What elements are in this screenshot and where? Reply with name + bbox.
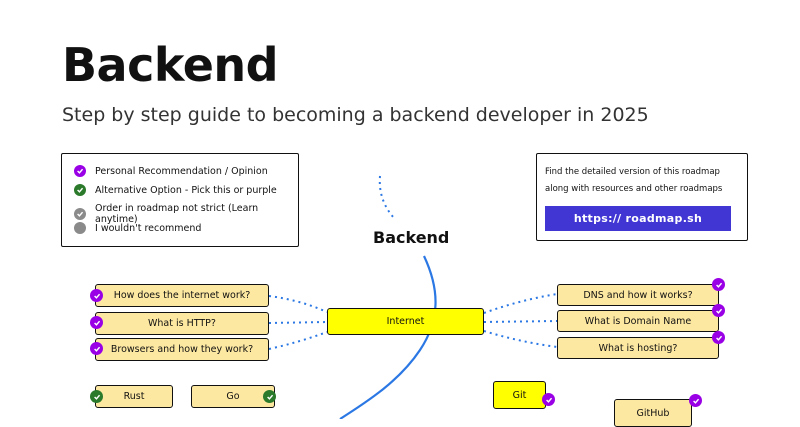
language-rust[interactable]: Rust — [95, 385, 173, 408]
check-icon — [74, 184, 86, 196]
topic-domain-name[interactable]: What is Domain Name — [557, 310, 719, 332]
page-subtitle: Step by step guide to becoming a backend… — [62, 104, 649, 126]
check-icon — [712, 304, 725, 317]
info-box: Find the detailed version of this roadma… — [536, 153, 748, 241]
check-icon — [712, 278, 725, 291]
legend-item-order: Order in roadmap not strict (Learn anyti… — [74, 203, 298, 225]
right-connector-2 — [483, 320, 558, 323]
left-connector-1 — [268, 295, 328, 313]
internet-node[interactable]: Internet — [327, 308, 484, 335]
right-connector-3 — [483, 330, 558, 348]
check-icon — [263, 390, 276, 403]
check-icon — [90, 289, 103, 302]
right-connector-1 — [483, 293, 558, 314]
topic-how-internet-works[interactable]: How does the internet work? — [95, 284, 269, 307]
roadmap-link-button[interactable]: https:// roadmap.sh — [545, 206, 731, 231]
legend-label: Order in roadmap not strict (Learn anyti… — [95, 203, 259, 225]
legend-item-recommendation: Personal Recommendation / Opinion — [74, 165, 268, 177]
legend-label: Personal Recommendation / Opinion — [95, 165, 268, 177]
page-title: Backend — [62, 38, 279, 92]
legend-box: Personal Recommendation / Opinion Altern… — [61, 153, 299, 247]
language-go[interactable]: Go — [191, 385, 275, 408]
check-icon — [90, 342, 103, 355]
check-icon — [74, 208, 86, 220]
legend-label: Alternative Option - Pick this or purple — [95, 184, 277, 196]
check-icon — [689, 394, 702, 407]
topic-browsers[interactable]: Browsers and how they work? — [95, 338, 269, 361]
topic-what-is-http[interactable]: What is HTTP? — [95, 312, 269, 335]
main-path-connector — [339, 255, 437, 419]
top-dotted-connector — [378, 175, 395, 219]
check-icon — [712, 331, 725, 344]
left-connector-3 — [268, 331, 328, 350]
git-node[interactable]: Git — [493, 381, 546, 409]
check-icon — [74, 165, 86, 177]
check-icon — [542, 393, 555, 406]
github-node[interactable]: GitHub — [614, 399, 692, 427]
root-node-label: Backend — [373, 228, 450, 247]
topic-dns[interactable]: DNS and how it works? — [557, 284, 719, 306]
legend-item-alternative: Alternative Option - Pick this or purple — [74, 184, 277, 196]
left-connector-2 — [268, 321, 328, 324]
topic-hosting[interactable]: What is hosting? — [557, 337, 719, 359]
legend-label: I wouldn't recommend — [95, 222, 202, 234]
info-text: Find the detailed version of this roadma… — [545, 167, 723, 194]
circle-icon — [74, 222, 86, 234]
legend-item-not-recommend: I wouldn't recommend — [74, 222, 201, 234]
check-icon — [90, 316, 103, 329]
check-icon — [90, 390, 103, 403]
